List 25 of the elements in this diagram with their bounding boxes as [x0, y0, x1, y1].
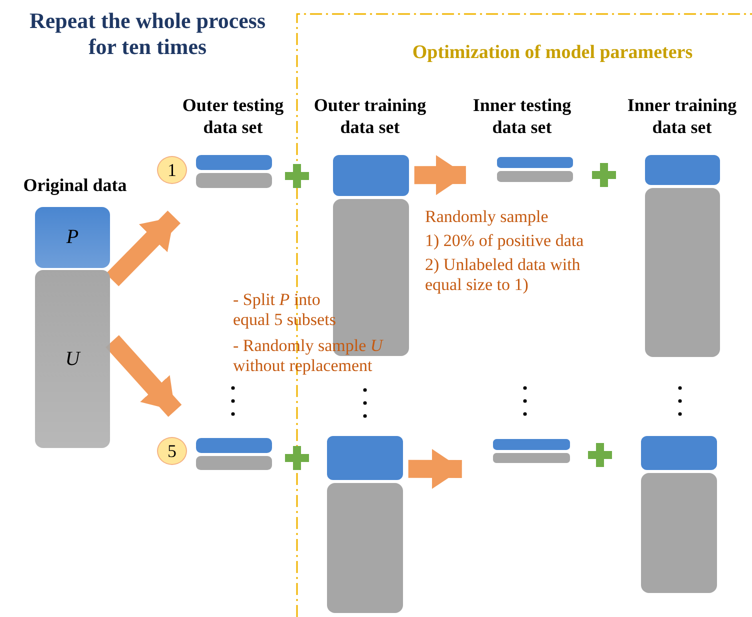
step-number: 5 — [157, 437, 187, 465]
section-title: Optimization of model parameters — [411, 42, 694, 65]
data-set-drawing — [497, 157, 573, 182]
data-set-drawing — [645, 155, 720, 357]
column-heading: Inner testing data set — [472, 95, 572, 138]
step-number: 1 — [157, 156, 187, 184]
data-block: U — [35, 270, 110, 448]
note-text: 1) 20% of positive data — [425, 231, 585, 252]
column-heading: Outer training data set — [312, 95, 428, 138]
data-set-drawing — [196, 155, 272, 188]
column-heading: Outer testing data set — [181, 95, 285, 138]
arrow — [106, 210, 181, 286]
data-block: P — [35, 207, 110, 268]
arrow — [408, 448, 462, 489]
note-text: 2) Unlabeled data with equal size to 1) — [425, 255, 582, 296]
column-heading: Original data — [22, 175, 128, 197]
column-heading: Inner training data set — [626, 95, 738, 138]
data-set-drawing — [196, 438, 272, 470]
data-set-drawing — [327, 436, 403, 613]
arrow — [414, 155, 466, 196]
note-text: Randomly sample — [425, 207, 550, 228]
note-text: - Split P into equal 5 subsets — [233, 290, 337, 331]
title: Repeat the whole process for ten times — [28, 8, 267, 61]
data-set-drawing — [641, 436, 717, 593]
data-set-drawing — [493, 439, 570, 463]
